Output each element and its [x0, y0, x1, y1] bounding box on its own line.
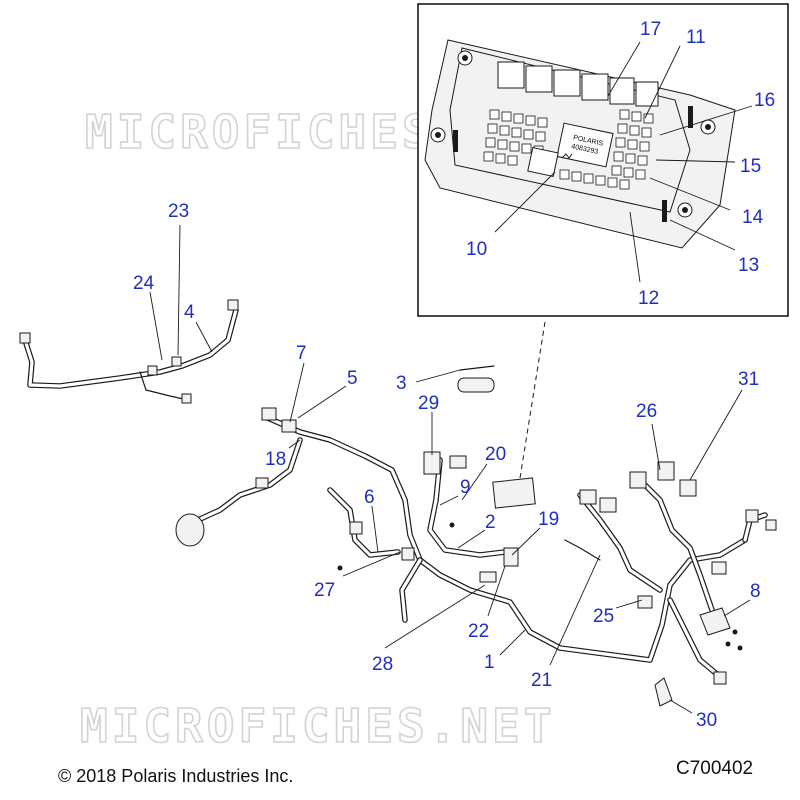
callout-7: 7: [296, 343, 307, 364]
callout-31: 31: [738, 369, 759, 390]
callout-13: 13: [738, 255, 759, 276]
harness-components: [175, 365, 777, 707]
main-harness-1: [195, 415, 768, 678]
callout-28: 28: [372, 654, 393, 675]
copyright-text: © 2018 Polaris Industries Inc.: [58, 766, 294, 786]
callout-30: 30: [696, 710, 717, 731]
callout-18: 18: [265, 449, 286, 470]
callout-15: 15: [740, 156, 761, 177]
fuse-box-label-block: POLARIS 4083293: [527, 122, 614, 178]
callout-12: 12: [638, 288, 659, 309]
bracket-30: [654, 677, 673, 707]
horn-part: [175, 513, 205, 547]
callout-17: 17: [640, 19, 661, 40]
callout-8: 8: [750, 581, 761, 602]
fuse-grid: [483, 109, 654, 190]
callout-10: 10: [466, 239, 487, 260]
connector-29: [423, 451, 441, 475]
callout-29: 29: [418, 393, 439, 414]
callout-1: 1: [484, 652, 495, 673]
callout-4: 4: [184, 302, 195, 323]
bracket-8: [699, 607, 731, 636]
callout-11: 11: [686, 27, 706, 48]
callout-6: 6: [364, 487, 375, 508]
light-harness-23: [19, 299, 239, 404]
callout-25: 25: [593, 606, 614, 627]
harness-artwork: [19, 224, 777, 714]
fuse-box-inset: POLARIS 4083293: [417, 3, 789, 317]
callout-27: 27: [314, 580, 335, 601]
callout-24: 24: [133, 273, 155, 294]
callout-23: 23: [168, 201, 189, 222]
watermark-top: MICROFICHES: [85, 105, 434, 159]
callout-22: 22: [468, 621, 489, 642]
main-leaders: [149, 224, 751, 714]
inset-leaders: [494, 41, 753, 283]
callout-26: 26: [636, 401, 657, 422]
relay-row: [497, 61, 659, 107]
callout-16: 16: [754, 90, 775, 111]
fuse-box-main: [492, 477, 536, 509]
callout-9: 9: [460, 477, 471, 498]
inset-reference-line: [519, 321, 546, 479]
callout-14: 14: [742, 207, 764, 228]
diagram-code: C700402: [676, 758, 754, 779]
callout-5: 5: [347, 368, 358, 389]
callout-labels: 1 2 3 4 5 6 7 8 9 10 11 12 13 14 15 16 1…: [133, 19, 775, 731]
mounting-holes: [430, 50, 716, 218]
part-3: [457, 377, 495, 393]
callout-20: 20: [485, 444, 506, 465]
callout-19: 19: [538, 509, 559, 530]
callout-21: 21: [531, 670, 552, 691]
watermark-bottom: MICROFICHES.NET: [80, 699, 555, 753]
callout-2: 2: [485, 512, 496, 533]
callout-3: 3: [396, 373, 407, 394]
